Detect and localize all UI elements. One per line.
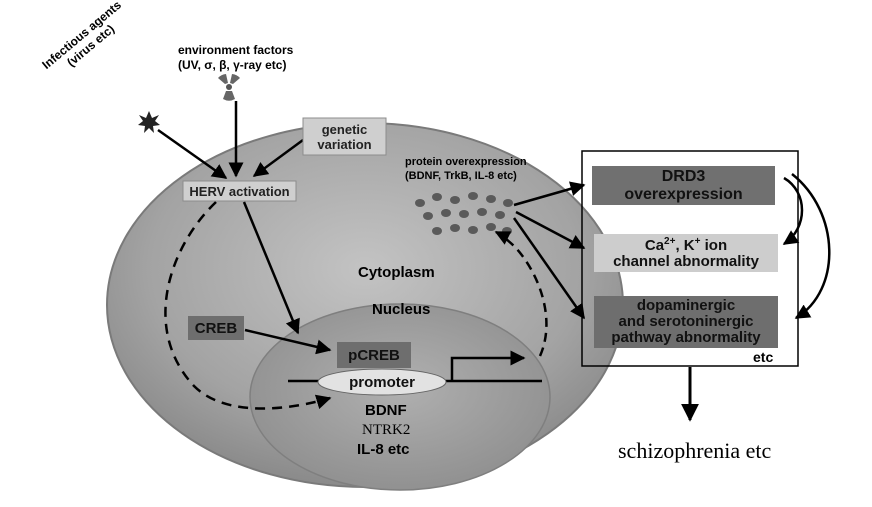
virus-icon bbox=[138, 111, 160, 133]
herv-box bbox=[182, 180, 297, 202]
ion-box bbox=[594, 234, 778, 272]
transcription-arrow bbox=[450, 350, 526, 381]
pcreb-label: pCREB bbox=[348, 346, 400, 364]
arrow-protein-ion bbox=[515, 210, 586, 250]
cytoplasm-label: Cytoplasm bbox=[358, 264, 435, 281]
creb-label: CREB bbox=[194, 319, 238, 337]
nucleus-label: Nucleus bbox=[372, 301, 431, 318]
arrow-protein-dopa bbox=[512, 217, 586, 320]
outcome-frame bbox=[581, 150, 799, 367]
arrow-drd3-dopa bbox=[791, 173, 831, 320]
nucleus-membrane bbox=[249, 303, 551, 491]
drd3-box bbox=[592, 166, 775, 205]
arrow-drd3-ion bbox=[782, 176, 804, 246]
ion-label: Ca2+, K+ ion channel abnormality bbox=[613, 235, 759, 270]
arrow-creb-pcreb bbox=[244, 328, 332, 355]
outcome-label: schizophrenia etc bbox=[618, 438, 772, 463]
drd3-label: DRD3 overexpression bbox=[624, 167, 743, 203]
gene-bdnf: BDNF bbox=[365, 402, 407, 419]
pcreb-box bbox=[337, 342, 411, 368]
creb-box bbox=[188, 316, 244, 340]
radiation-icon bbox=[218, 74, 240, 101]
promoter-label: promoter bbox=[349, 373, 415, 391]
arrow-herv-pcreb bbox=[242, 201, 300, 335]
protein-label: protein overexpression (BDNF, TrkB, IL-8… bbox=[405, 156, 527, 182]
dopa-box bbox=[594, 296, 778, 348]
gene-ntrk2: NTRK2 bbox=[362, 422, 411, 438]
genetic-box bbox=[302, 117, 387, 156]
environment-label: environment factors (UV, σ, β, γ-ray etc… bbox=[178, 43, 294, 72]
arrow-protein-drd3 bbox=[513, 181, 586, 207]
dopa-label: dopaminergic and serotoninergic pathway … bbox=[611, 297, 761, 346]
arrow-genetic-herv bbox=[252, 138, 304, 178]
gene-il8: IL-8 etc bbox=[357, 441, 410, 458]
herv-label: HERV activation bbox=[189, 183, 290, 199]
arrow-herv-promoter-dashed bbox=[164, 201, 332, 410]
etc-label: etc bbox=[753, 349, 774, 365]
genetic-label: genetic variation bbox=[317, 121, 372, 152]
arrow-nucleus-protein bbox=[494, 230, 548, 357]
promoter-box bbox=[317, 368, 447, 396]
arrow-virus-herv bbox=[157, 128, 228, 180]
